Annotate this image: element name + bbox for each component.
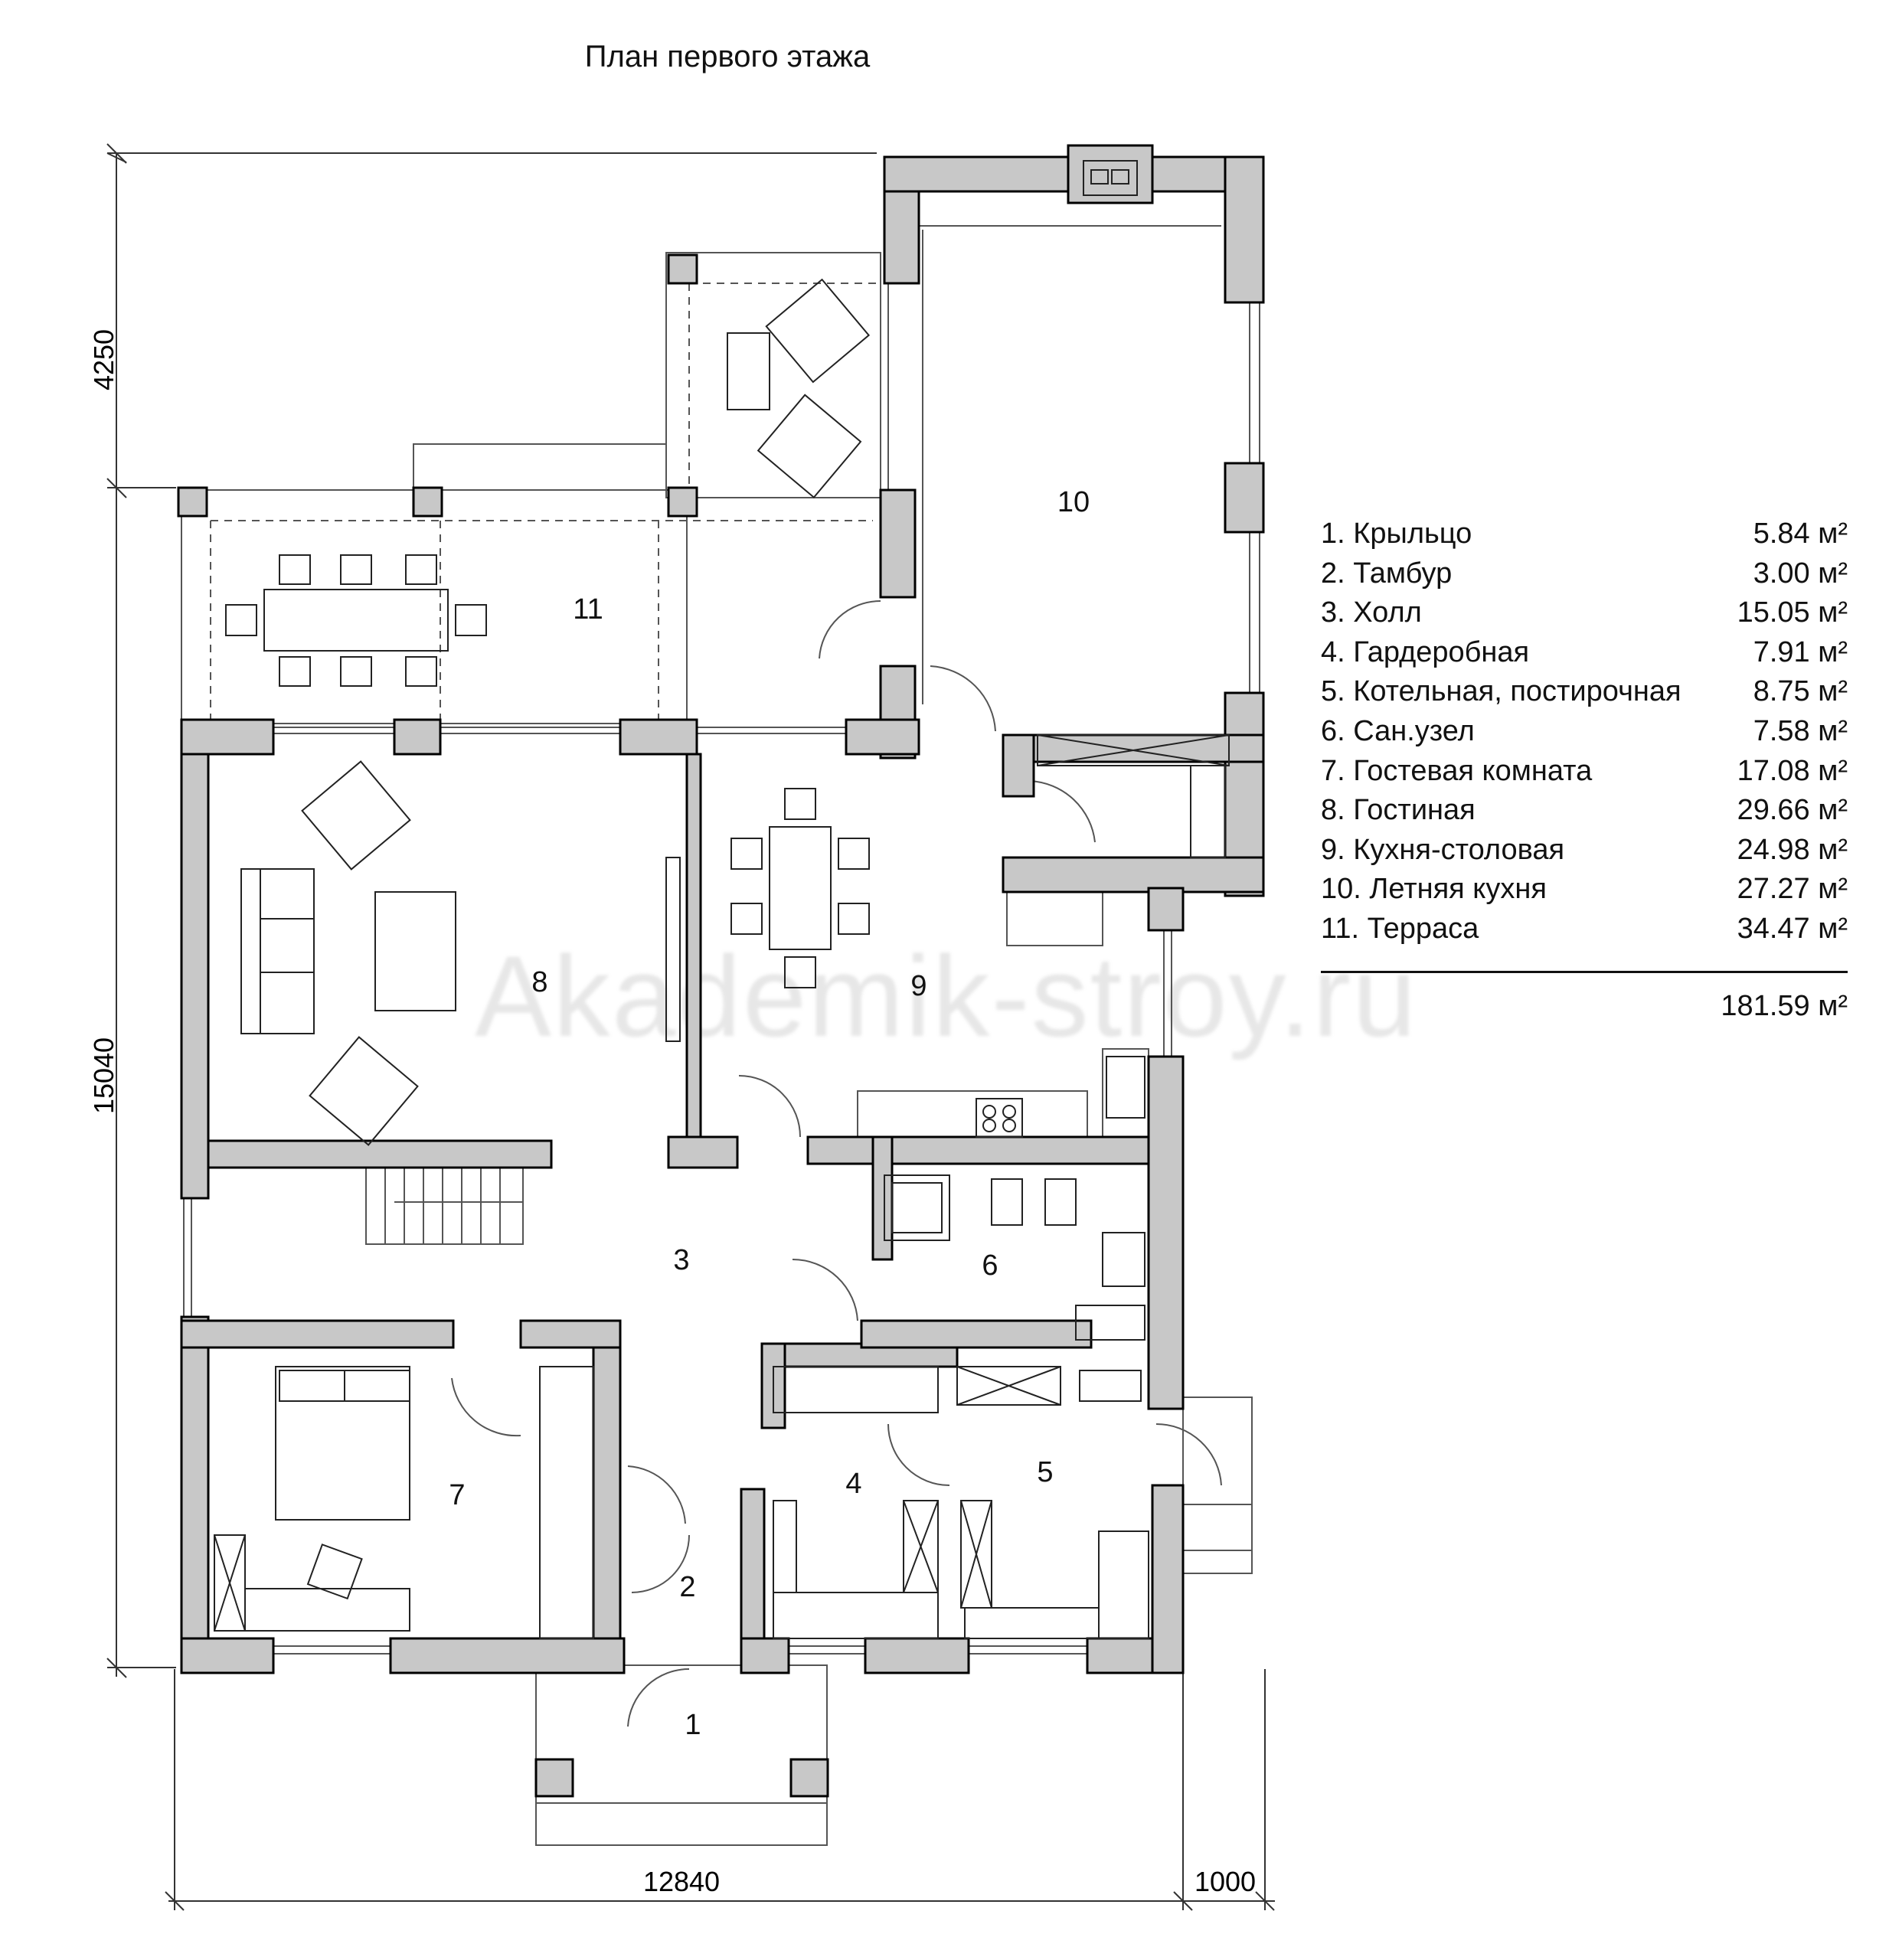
legend-row: 7. Гостевая комната 17.08 м² — [1321, 752, 1848, 792]
room-number-5: 5 — [1037, 1456, 1053, 1488]
legend-room-area: 7.58 м² — [1753, 714, 1848, 747]
dim-top-offset: 4250 — [88, 329, 119, 390]
legend-room-name: 9. Кухня-столовая — [1321, 833, 1565, 866]
room-number-6: 6 — [982, 1250, 998, 1282]
legend-room-name: 4. Гардеробная — [1321, 635, 1530, 668]
legend-row: 1. Крыльцо 5.84 м² — [1321, 514, 1848, 554]
furniture — [214, 160, 1230, 1639]
room-number-10: 10 — [1057, 486, 1090, 518]
legend-room-name: 6. Сан.узел — [1321, 714, 1475, 747]
legend-room-area: 17.08 м² — [1737, 754, 1848, 787]
watermark: Akademik-stroy.ru — [475, 932, 1418, 1060]
legend-room-name: 2. Тамбур — [1321, 557, 1453, 590]
legend-row: 9. Кухня-столовая 24.98 м² — [1321, 831, 1848, 871]
legend-room-area: 15.05 м² — [1737, 596, 1848, 629]
legend-total: 181.59 м² — [1721, 989, 1848, 1022]
dim-width: 12840 — [643, 1866, 720, 1897]
legend-room-area: 8.75 м² — [1753, 675, 1848, 708]
dim-height: 15040 — [88, 1037, 119, 1114]
legend-room-area: 29.66 м² — [1737, 794, 1848, 827]
legend-row: 8. Гостиная 29.66 м² — [1321, 791, 1848, 831]
legend-room-area: 7.91 м² — [1753, 635, 1848, 668]
legend-room-area: 27.27 м² — [1737, 873, 1848, 906]
room-number-1: 1 — [685, 1709, 701, 1741]
legend-room-name: 11. Терраса — [1321, 912, 1479, 945]
legend-row: 2. Тамбур 3.00 м² — [1321, 554, 1848, 594]
legend-room-area: 34.47 м² — [1737, 912, 1848, 945]
room-number-11: 11 — [573, 593, 603, 626]
legend-room-area: 24.98 м² — [1737, 833, 1848, 866]
legend-row: 6. Сан.узел 7.58 м² — [1321, 712, 1848, 752]
dim-porch: 1000 — [1195, 1866, 1256, 1897]
thin-lines — [181, 225, 1260, 1846]
legend-room-name: 8. Гостиная — [1321, 794, 1476, 827]
legend-row: 4. Гардеробная 7.91 м² — [1321, 633, 1848, 673]
room-number-3: 3 — [673, 1244, 689, 1276]
room-number-9: 9 — [910, 970, 927, 1002]
dimension-lines — [106, 143, 1275, 1911]
plan-title: План первого этажа — [584, 40, 871, 74]
legend-room-name: 7. Гостевая комната — [1321, 754, 1593, 787]
room-number-2: 2 — [679, 1571, 695, 1603]
room-number-7: 7 — [449, 1479, 465, 1511]
legend-room-name: 5. Котельная, постирочная — [1321, 675, 1681, 708]
legend-row: 10. Летняя кухня 27.27 м² — [1321, 870, 1848, 910]
legend-row: 3. Холл 15.05 м² — [1321, 593, 1848, 633]
legend-room-name: 10. Летняя кухня — [1321, 873, 1547, 906]
legend-divider — [1321, 970, 1848, 973]
legend-row: 11. Терраса 34.47 м² — [1321, 910, 1848, 949]
legend-room-name: 1. Крыльцо — [1321, 518, 1472, 550]
walls — [177, 144, 1265, 1798]
legend-room-area: 5.84 м² — [1753, 518, 1848, 550]
room-number-4: 4 — [845, 1468, 861, 1500]
legend-room-area: 3.00 м² — [1753, 557, 1848, 590]
legend-room-name: 3. Холл — [1321, 596, 1422, 629]
room-labels: 1 2 3 4 5 6 7 8 9 10 11 — [449, 486, 1090, 1741]
room-number-8: 8 — [531, 966, 547, 998]
legend-row: 5. Котельная, постирочная 8.75 м² — [1321, 672, 1848, 712]
